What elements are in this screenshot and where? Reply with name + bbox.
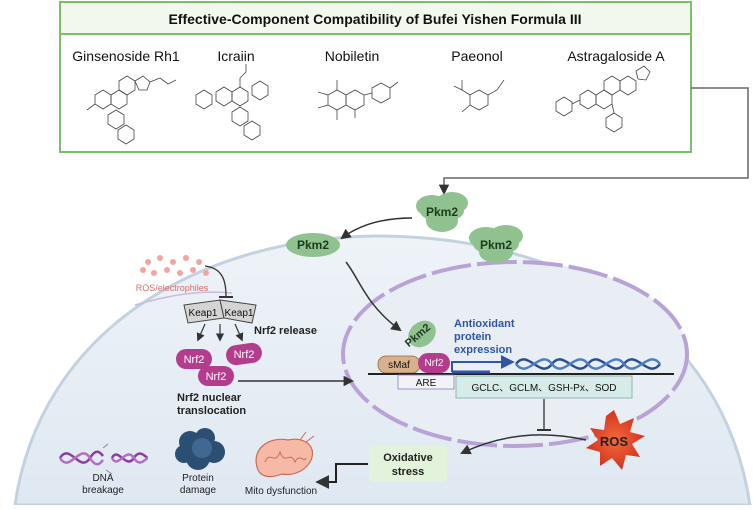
- ginsenoside-structure-icon: [86, 75, 177, 145]
- pkm2-label: Pkm2: [426, 205, 458, 219]
- translocation-label: translocation: [177, 405, 246, 417]
- ros-dots: [140, 255, 209, 276]
- ros-burst-icon: ROS: [586, 410, 645, 470]
- paeonol-structure-icon: [453, 79, 505, 113]
- membrane-curve: [134, 291, 233, 306]
- keap1-label: Keap1: [189, 308, 218, 319]
- smaf-label: sMaf: [388, 360, 410, 371]
- dna-label-2: breakage: [82, 485, 124, 496]
- nrf2-free: Nrf2: [226, 342, 262, 366]
- keap1-label: Keap1: [225, 308, 254, 319]
- formula-title: Effective-Component Compatibility of Buf…: [168, 11, 581, 27]
- compound-name: Nobiletin: [325, 48, 379, 64]
- formula-title-bar: [59, 1, 692, 35]
- nrf2-free: Nrf2: [176, 349, 212, 369]
- protein-label: protein: [454, 331, 492, 343]
- nrf2-label: Nrf2: [206, 371, 227, 383]
- dna-breakage-icon: [58, 443, 149, 475]
- compound-name: Astragaloside A: [567, 48, 665, 64]
- smaf-protein: sMaf: [377, 355, 421, 374]
- pkm2-cluster-top: Pkm2: [416, 192, 468, 232]
- pkm2-label: Pkm2: [480, 238, 512, 252]
- are-box: [397, 374, 455, 390]
- nrf2-nuclear: Nrf2: [418, 353, 450, 373]
- protein-label-2: damage: [180, 485, 217, 496]
- compound-name: Icraiin: [217, 48, 254, 64]
- compound-name: Paeonol: [451, 48, 502, 64]
- oxidative-label: Oxidative: [383, 452, 433, 464]
- oxidative-stress-box: [369, 446, 447, 482]
- formula-to-pkm2-connector: [438, 87, 749, 196]
- nrf2-release-label: Nrf2 release: [254, 325, 317, 337]
- pkm2-split-arrow: [340, 217, 413, 240]
- icariin-structure-icon: [195, 64, 269, 141]
- are-label: ARE: [416, 378, 437, 389]
- release-arrow: [234, 323, 244, 342]
- nrf2-label: Nrf2: [425, 358, 444, 369]
- mitochondria-icon: [255, 431, 315, 478]
- compound-name: Ginsenoside Rh1: [72, 48, 180, 64]
- stress-label: stress: [392, 466, 424, 478]
- protein-damage-icon: [175, 428, 225, 470]
- mito-label: Mito dysfunction: [245, 486, 317, 497]
- ros-label: ROS: [600, 434, 629, 449]
- nrf2-label: Nrf2: [234, 349, 255, 361]
- gene-list: GCLC、GCLM、GSH-Px、SOD: [471, 383, 616, 394]
- gene-box: [455, 375, 633, 399]
- dna-label-1: DNA: [92, 473, 113, 484]
- expression-label: expression: [454, 344, 512, 356]
- nucleus: [341, 260, 689, 448]
- stress-to-damage-arrow: [315, 463, 368, 489]
- release-arrow: [196, 323, 206, 342]
- protein-label-1: Protein: [182, 473, 214, 484]
- ros-inhibit-line: [204, 265, 227, 297]
- pkm2-cluster-right: Pkm2: [469, 225, 523, 263]
- ros-to-stress-arrow: [460, 434, 587, 455]
- pkm2-single: Pkm2: [286, 233, 340, 257]
- dna-helix-icon: [515, 358, 661, 370]
- pkm2-label: Pkm2: [297, 238, 329, 252]
- ros-electrophiles-label: ROS/electrophiles: [136, 283, 209, 293]
- keap1-dimer: Keap1 Keap1: [183, 299, 257, 324]
- expression-arrow: [451, 355, 515, 372]
- pkm2-import-arrow: [345, 261, 402, 332]
- nrf2-label: Nrf2: [184, 354, 205, 366]
- antioxidant-label: Antioxidant: [454, 318, 515, 330]
- astragaloside-structure-icon: [555, 65, 651, 133]
- nobiletin-structure-icon: [317, 80, 399, 120]
- nrf2-free: Nrf2: [198, 366, 234, 386]
- nrf2-nuclear-label: Nrf2 nuclear: [177, 392, 242, 404]
